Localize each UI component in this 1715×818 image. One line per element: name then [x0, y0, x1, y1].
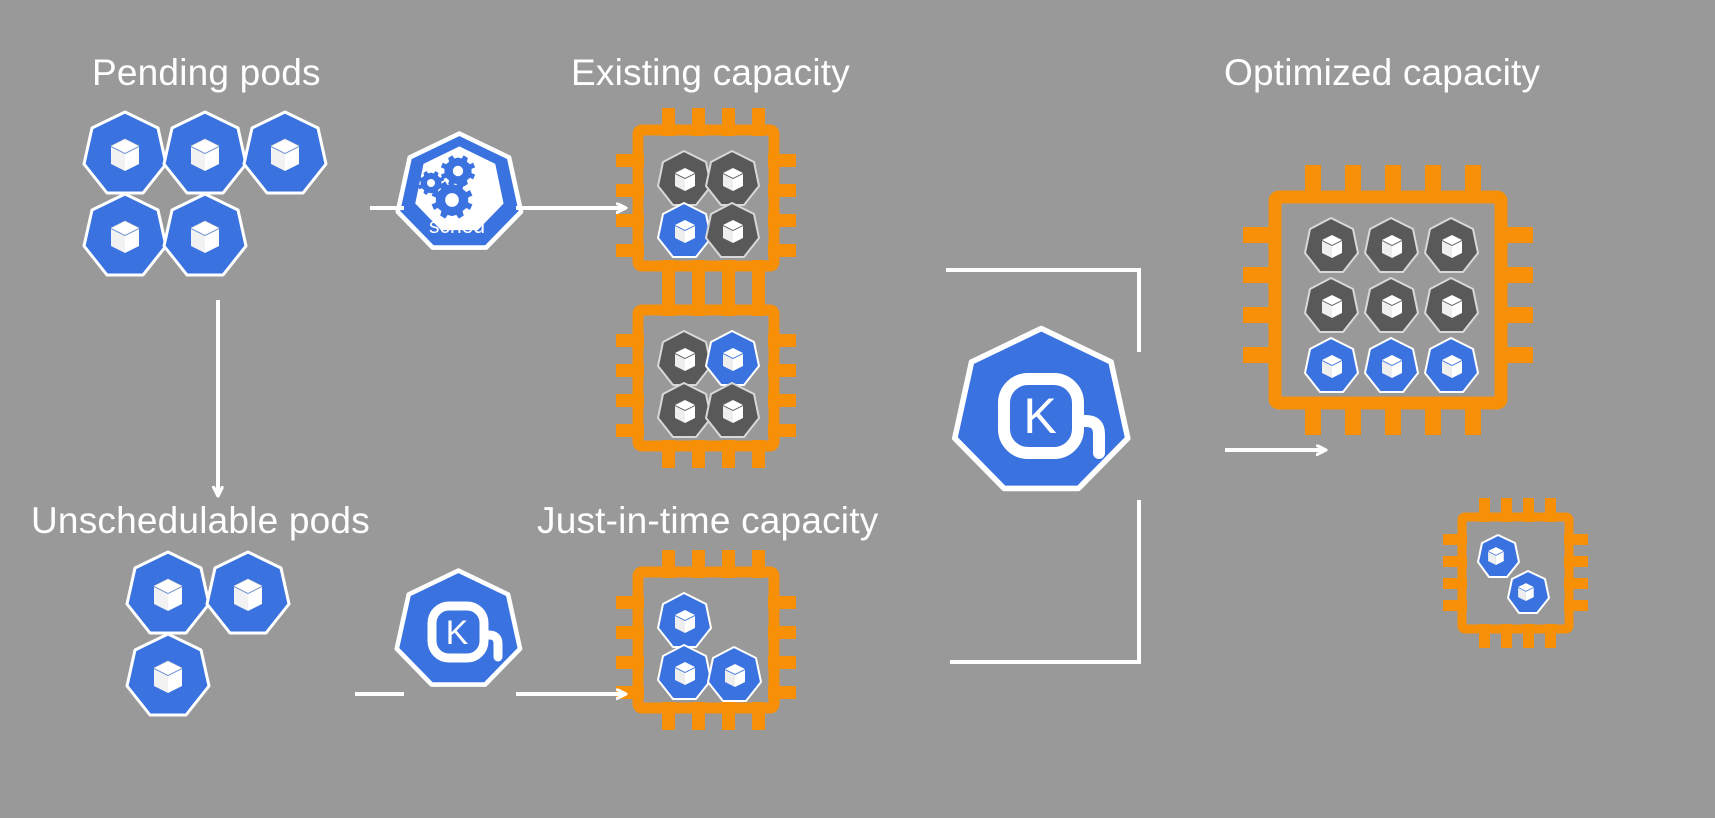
existing-to-karpenter-elbow: [946, 268, 1141, 352]
karpenter-k-glyph: K: [998, 373, 1105, 459]
label-unschedulable-pods: Unschedulable pods: [31, 500, 370, 541]
pod-slot-blue[interactable]: [1364, 337, 1419, 393]
pod-icon[interactable]: [82, 192, 168, 277]
pod-slot-gray[interactable]: [1364, 277, 1419, 333]
pod-icon[interactable]: [205, 550, 291, 635]
label-optimized-capacity: Optimized capacity: [1224, 52, 1541, 93]
label-pending-pods: Pending pods: [92, 52, 321, 93]
pod-slot-blue[interactable]: [1507, 570, 1550, 614]
pod-icon[interactable]: [162, 192, 248, 277]
pod-slot-blue[interactable]: [657, 202, 712, 258]
node-chip-existing-1[interactable]: [616, 108, 796, 288]
node-chip-optimized-small[interactable]: [1443, 498, 1588, 648]
pod-slot-gray[interactable]: [705, 202, 760, 258]
pod-slot-blue[interactable]: [657, 644, 712, 700]
karpenter-letter: K: [1023, 388, 1056, 444]
pod-slot-gray[interactable]: [1304, 217, 1359, 273]
unschedulable-pods-group: [123, 550, 323, 717]
pod-slot-gray[interactable]: [1304, 277, 1359, 333]
pending-pods-group: [82, 110, 355, 277]
label-just-in-time-capacity: Just-in-time capacity: [537, 500, 879, 541]
kube-scheduler-icon[interactable]: sched: [395, 128, 525, 258]
karpenter-icon-bottom[interactable]: K: [394, 565, 524, 695]
chip-outline: [1457, 512, 1574, 634]
chip-outline: [1268, 190, 1508, 410]
chip-pins: [1443, 498, 1588, 648]
pod-slot-blue[interactable]: [1304, 337, 1359, 393]
scheduler-caption: sched: [429, 215, 485, 238]
gears-icon: [417, 155, 476, 219]
node-chip-optimized-large[interactable]: [1243, 165, 1533, 435]
jit-to-karpenter-elbow: [950, 500, 1141, 664]
node-chip-existing-2[interactable]: [616, 288, 796, 468]
pod-slot-gray[interactable]: [657, 382, 712, 438]
pod-slot-blue[interactable]: [707, 646, 762, 702]
pod-slot-blue[interactable]: [1477, 534, 1520, 578]
pod-icon[interactable]: [125, 632, 211, 717]
pod-slot-gray[interactable]: [1424, 277, 1479, 333]
pod-icon[interactable]: [242, 110, 328, 195]
karpenter-k-glyph: K: [427, 601, 503, 663]
karpenter-icon-center[interactable]: K: [952, 322, 1132, 502]
pod-slot-gray[interactable]: [705, 382, 760, 438]
pod-slot-gray[interactable]: [1424, 217, 1479, 273]
pod-slot-gray[interactable]: [1364, 217, 1419, 273]
label-existing-capacity: Existing capacity: [571, 52, 850, 93]
node-chip-just-in-time[interactable]: [616, 550, 796, 730]
karpenter-letter: K: [446, 614, 469, 652]
pod-slot-blue[interactable]: [1424, 337, 1479, 393]
